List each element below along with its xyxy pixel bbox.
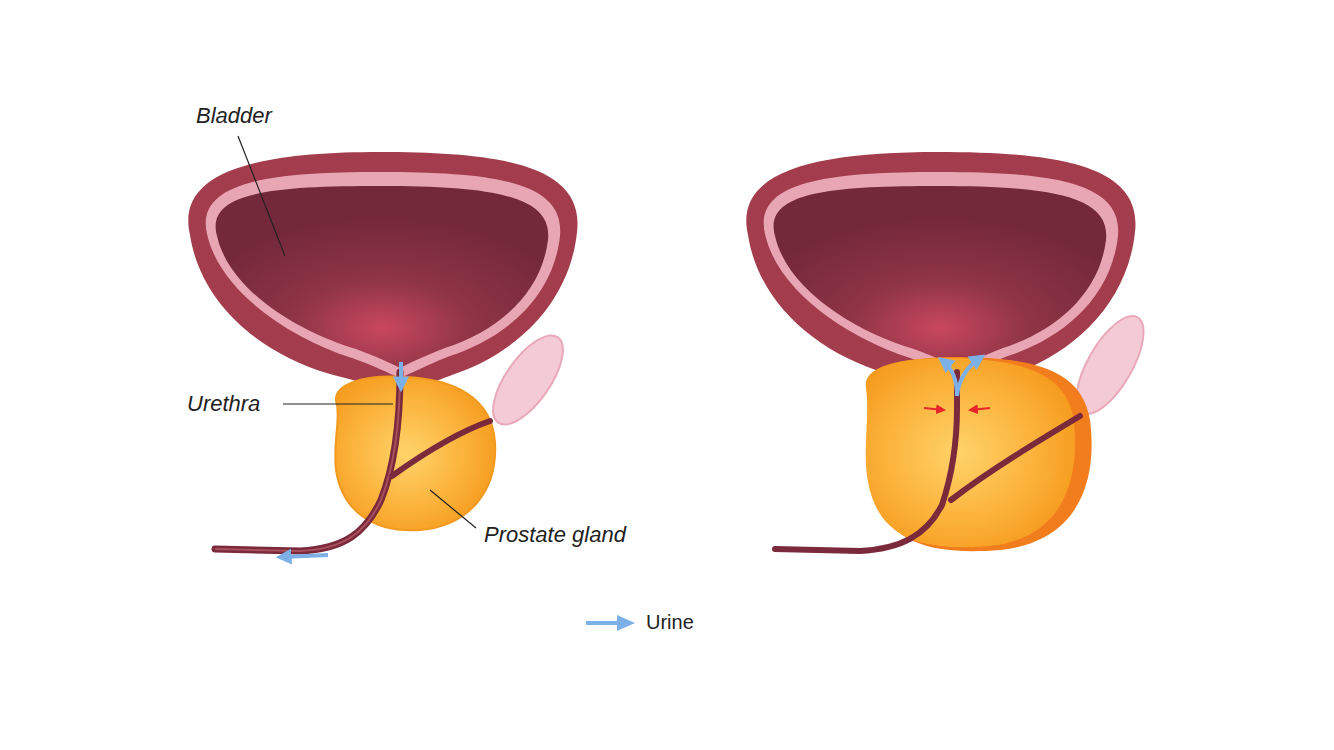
leader-line — [283, 403, 393, 404]
compression-arrow — [924, 408, 944, 410]
bladder-lining — [764, 172, 1119, 378]
urine-flow-arrow — [282, 555, 328, 557]
prostate-gland — [335, 377, 495, 531]
bladder-lining — [206, 172, 561, 378]
ejaculatory-duct — [951, 416, 1080, 500]
arrow-head — [617, 615, 635, 631]
leader-line — [430, 490, 476, 528]
urine-arrow-swatch — [583, 612, 639, 634]
prostate-gland-enlarged — [866, 358, 1075, 547]
part-label: Prostate gland — [484, 522, 626, 548]
bladder-cavity — [216, 186, 549, 368]
urine-flow-arrow — [399, 362, 403, 386]
compression-arrow — [970, 408, 990, 410]
urine-backflow-arrow — [957, 358, 980, 396]
legend-label: Urine — [646, 610, 694, 634]
urethra-narrowed — [775, 372, 957, 551]
bladder-wall — [188, 152, 577, 392]
bladder-cavity — [774, 186, 1107, 368]
leader-line — [238, 136, 285, 256]
part-label: Bladder — [196, 103, 272, 129]
part-label: Urethra — [187, 391, 260, 417]
urine-backflow-arrow — [943, 361, 957, 396]
enlarged-figure — [746, 152, 1156, 551]
normal-figure — [188, 136, 577, 557]
ejaculatory-duct — [392, 421, 490, 476]
bladder-wall — [746, 152, 1135, 392]
